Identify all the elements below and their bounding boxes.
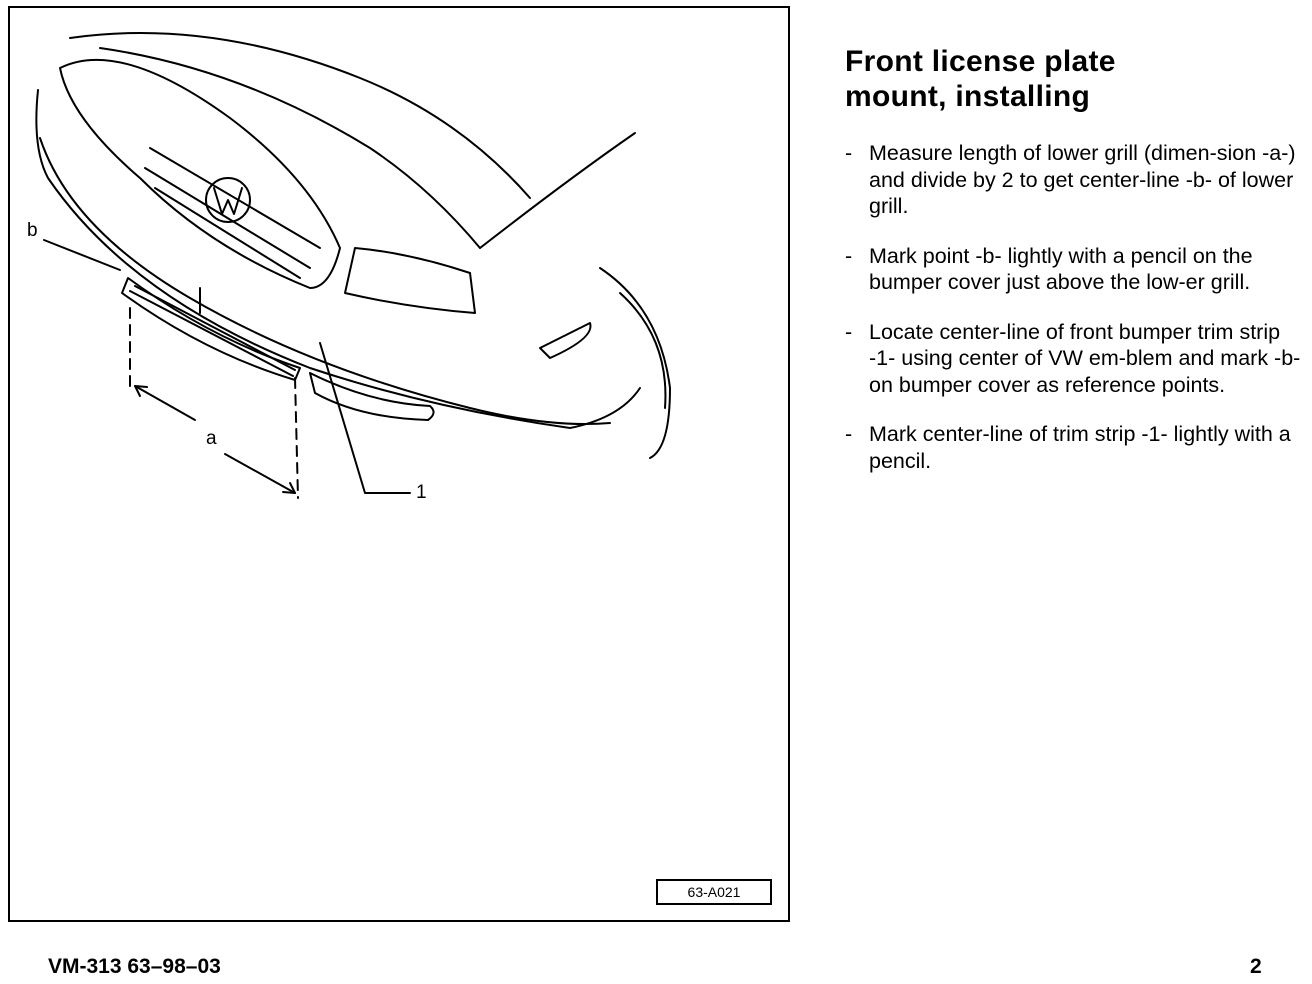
callout-1: 1 — [416, 482, 427, 503]
step-text: Mark center-line of trim strip -1- light… — [869, 422, 1291, 473]
bumper-outline — [35, 89, 641, 429]
instruction-step: - Locate center-line of front bumper tri… — [845, 319, 1305, 399]
instruction-list: - Measure length of lower grill (dimen-s… — [845, 140, 1305, 497]
upper-grille-outline — [59, 58, 341, 289]
instruction-step: - Measure length of lower grill (dimen-s… — [845, 140, 1305, 220]
vw-emblem-icon — [213, 187, 243, 215]
lower-grille-slat — [129, 290, 294, 377]
dimension-arrow-a — [134, 385, 196, 421]
step-text: Mark point -b- lightly with a pencil on … — [869, 243, 1253, 295]
grille-slat — [144, 167, 311, 269]
step-bullet: - — [845, 243, 853, 268]
step-bullet: - — [845, 141, 853, 165]
section-title-line1: Front license plate — [845, 45, 1116, 78]
step-bullet: - — [845, 319, 853, 344]
document-code: VM-313 63–98–03 — [48, 955, 221, 978]
dimension-line-a-right — [294, 377, 299, 499]
section-title: Front license plate mount, installing — [845, 44, 1285, 114]
callout-b: b — [27, 220, 38, 241]
bumper-illustration — [35, 32, 671, 499]
hood-edge — [69, 32, 531, 199]
step-bullet: - — [845, 422, 853, 446]
lower-grille-slat — [134, 285, 296, 371]
grille-slat — [149, 147, 321, 249]
hood-line — [99, 47, 481, 249]
callout-a: a — [206, 428, 217, 449]
leader-line-b — [43, 239, 121, 271]
bumper-lower-edge — [39, 137, 611, 425]
instruction-step: - Mark center-line of trim strip -1- lig… — [845, 421, 1305, 474]
dimension-arrowhead — [282, 482, 296, 494]
instruction-step: - Mark point -b- lightly with a pencil o… — [845, 243, 1305, 296]
leader-line-1 — [319, 342, 411, 494]
fender-top — [479, 132, 636, 249]
side-marker — [539, 322, 592, 359]
step-text: Measure length of lower grill (dimen-sio… — [869, 141, 1296, 218]
grille-slat — [154, 187, 301, 279]
page-number: 2 — [1250, 955, 1262, 978]
step-text: Locate center-line of front bumper trim … — [869, 319, 1301, 397]
figure-id-label: 63-A021 — [656, 879, 772, 905]
dimension-arrowhead — [134, 385, 148, 397]
fog-lamp — [309, 372, 435, 421]
dimension-arrow-a — [224, 453, 296, 494]
fender-arch — [599, 267, 671, 459]
figure-frame: b a 1 63-A021 — [8, 6, 790, 922]
vw-emblem-icon — [205, 177, 251, 223]
fender-arch-inner — [619, 292, 667, 409]
section-title-line2: mount, installing — [845, 80, 1091, 113]
headlamp — [344, 247, 476, 314]
